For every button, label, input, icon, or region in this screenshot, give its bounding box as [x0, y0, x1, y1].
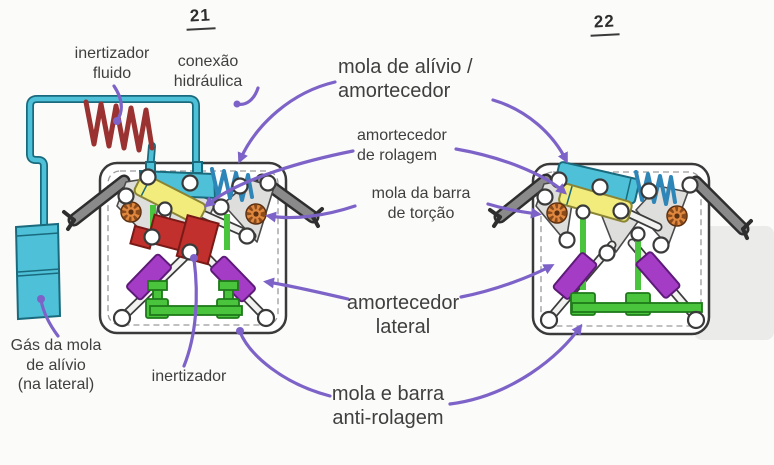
- arrow-mola-alivio-left: [237, 80, 337, 164]
- arrow-inertizador: [182, 257, 198, 368]
- torsion-bar-spring-right-22: [666, 205, 688, 227]
- label-inertizador: inertizador: [151, 368, 227, 385]
- arrow-amortecedor-rolagem-left: [203, 149, 355, 208]
- anti-roll-bar-assembly-22: [570, 292, 703, 316]
- label-conexao-hidraulica: conexão hidráulica: [173, 53, 243, 90]
- pivot-joints-21: [112, 168, 277, 328]
- figure-21-number: 21: [185, 5, 216, 31]
- label-inertizador-fluido: inertizador fluido: [74, 45, 150, 82]
- wheel-arm-left-21: [62, 174, 131, 231]
- arrow-amortecedor-lateral-left: [263, 277, 350, 301]
- torsion-bar-spring-right-21: [245, 203, 267, 225]
- arrow-mola-torcao-right: [486, 202, 542, 219]
- wheel-arm-left-22: [488, 173, 553, 228]
- lateral-damper-left-22: [552, 252, 598, 300]
- annotation-arrows: [37, 80, 583, 406]
- arrow-amortecedor-lateral-right: [459, 264, 555, 299]
- label-mola-alivio-amortecedor: mola de alívio / amortecedor: [338, 56, 473, 103]
- arrow-mola-torcao-left: [265, 204, 357, 223]
- figure-22-diagram: [488, 161, 753, 336]
- gas-reservoir: [14, 222, 62, 321]
- label-amortecedor-rolagem: amortecedor de rolagem: [357, 127, 447, 164]
- label-amortecedor-lateral: amortecedor lateral: [346, 292, 460, 339]
- arrow-anti-rolagem-left: [238, 330, 332, 398]
- arrow-amortecedor-rolagem-right: [454, 147, 567, 195]
- fluid-inerter-coil: [83, 99, 155, 153]
- label-gas-mola-alivio: Gás da mola de alívio (na lateral): [10, 337, 102, 394]
- arrow-anti-rolagem-right: [448, 323, 583, 406]
- figure-22-number: 22: [589, 11, 620, 37]
- wheel-arm-right-22: [689, 175, 753, 240]
- background-shading: [694, 226, 774, 340]
- torsion-bar-spring-left-22: [546, 202, 568, 224]
- lateral-damper-right-22: [635, 251, 681, 299]
- torsion-bar-spring-left-21: [120, 201, 142, 223]
- figure-21-diagram: [14, 95, 324, 335]
- arrow-mola-alivio-right: [491, 98, 568, 164]
- label-mola-barra-torcao: mola da barra de torção: [371, 185, 471, 222]
- pivot-joints-22: [536, 171, 706, 330]
- label-mola-barra-antirolagem: mola e barra anti-rolagem: [331, 383, 445, 430]
